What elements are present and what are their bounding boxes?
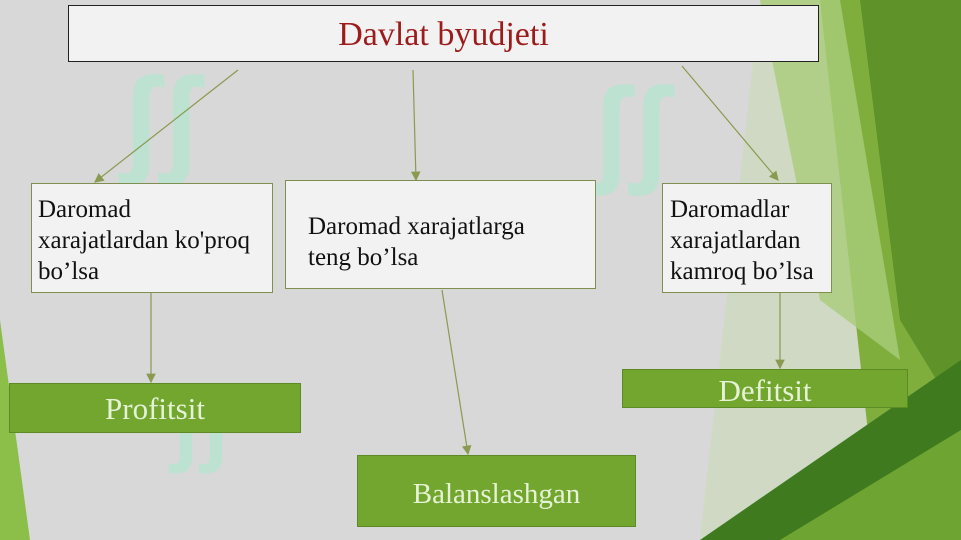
condition-box-balanced: Daromad xarajatlarga teng bo’lsa: [285, 180, 596, 289]
result-box-profitsit: Profitsit: [9, 383, 301, 433]
result-text: Profitsit: [105, 391, 205, 426]
condition-box-surplus: Daromad xarajatlardan ko'proq bo’lsa: [31, 183, 273, 293]
result-box-balanslashgan: Balanslashgan: [357, 455, 636, 527]
result-box-defitsit: Defitsit: [622, 369, 908, 408]
result-text: Balanslashgan: [412, 478, 581, 510]
watermark-logo: ʃʃ: [590, 63, 670, 197]
title-text: Davlat byudjeti: [338, 16, 549, 53]
title-box: Davlat byudjeti: [68, 5, 819, 62]
condition-text: Daromad xarajatlardan ko'proq bo’lsa: [38, 196, 251, 285]
condition-text: Daromadlar xarajatlardan kamroq bo’lsa: [670, 196, 814, 285]
watermark-logo: ʃʃ: [120, 53, 200, 187]
result-text: Defitsit: [718, 373, 812, 408]
condition-text: Daromad xarajatlarga teng bo’lsa: [308, 213, 525, 271]
condition-box-deficit: Daromadlar xarajatlardan kamroq bo’lsa: [662, 183, 832, 293]
